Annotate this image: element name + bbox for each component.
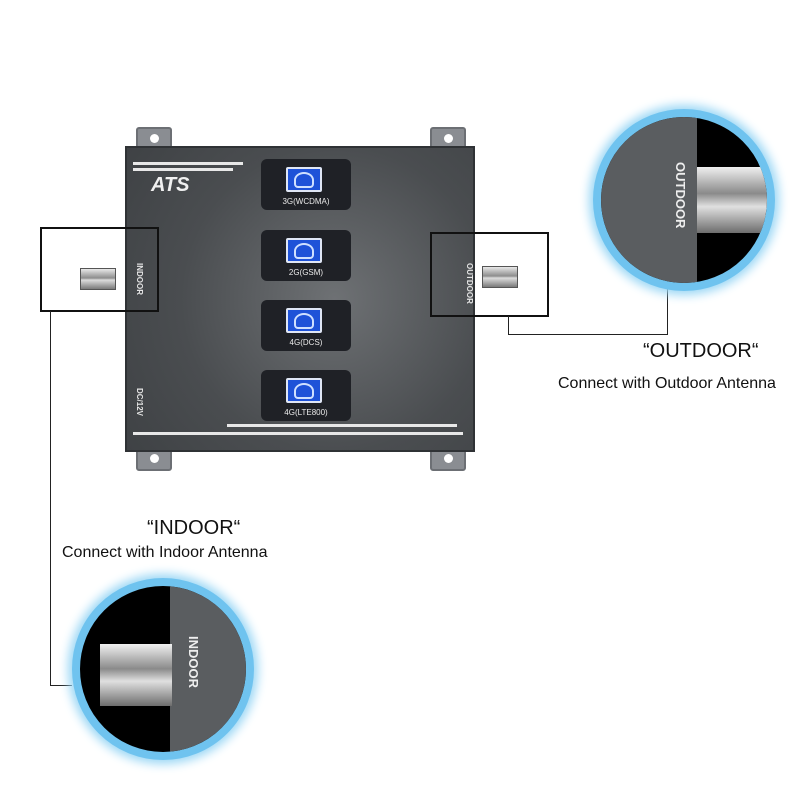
outdoor-zoom-label: OUTDOOR <box>673 162 688 229</box>
band-indicator: 4G(LTE800) <box>261 370 351 421</box>
signal-icon <box>286 238 322 263</box>
band-indicator: 3G(WCDMA) <box>261 159 351 210</box>
band-indicator: 2G(GSM) <box>261 230 351 281</box>
outdoor-zoom-circle: OUTDOOR <box>593 109 775 291</box>
indoor-title: “INDOOR“ <box>147 517 241 539</box>
decor-stripe <box>133 168 233 171</box>
decor-stripe <box>227 424 457 427</box>
indoor-port-label: INDOOR <box>135 263 144 295</box>
outdoor-port-label: OUTDOOR <box>465 263 474 304</box>
outdoor-description: Connect with Outdoor Antenna <box>558 375 776 392</box>
outdoor-title: “OUTDOOR“ <box>643 340 759 362</box>
power-label: DC/12V <box>135 388 144 417</box>
indoor-description: Connect with Indoor Antenna <box>62 544 268 561</box>
indoor-zoom-circle: INDOOR <box>72 578 254 760</box>
band-label: 3G(WCDMA) <box>282 197 330 206</box>
signal-icon <box>286 308 322 333</box>
indoor-highlight-box <box>40 227 159 312</box>
indoor-connector <box>80 268 116 290</box>
signal-booster: ATS 3G(WCDMA) 2G(GSM) 4G(DCS) 4G(LTE800)… <box>125 146 475 452</box>
signal-icon <box>286 378 322 403</box>
outdoor-connector <box>482 266 518 288</box>
signal-icon <box>286 167 322 192</box>
band-indicator: 4G(DCS) <box>261 300 351 351</box>
decor-stripe <box>133 162 243 165</box>
band-label: 4G(DCS) <box>289 338 323 347</box>
band-label: 2G(GSM) <box>288 268 324 277</box>
indoor-zoom-label: INDOOR <box>186 636 201 688</box>
band-label: 4G(LTE800) <box>284 408 328 417</box>
decor-stripe <box>133 432 463 435</box>
brand-logo: ATS <box>151 174 190 196</box>
outdoor-highlight-box <box>430 232 549 317</box>
